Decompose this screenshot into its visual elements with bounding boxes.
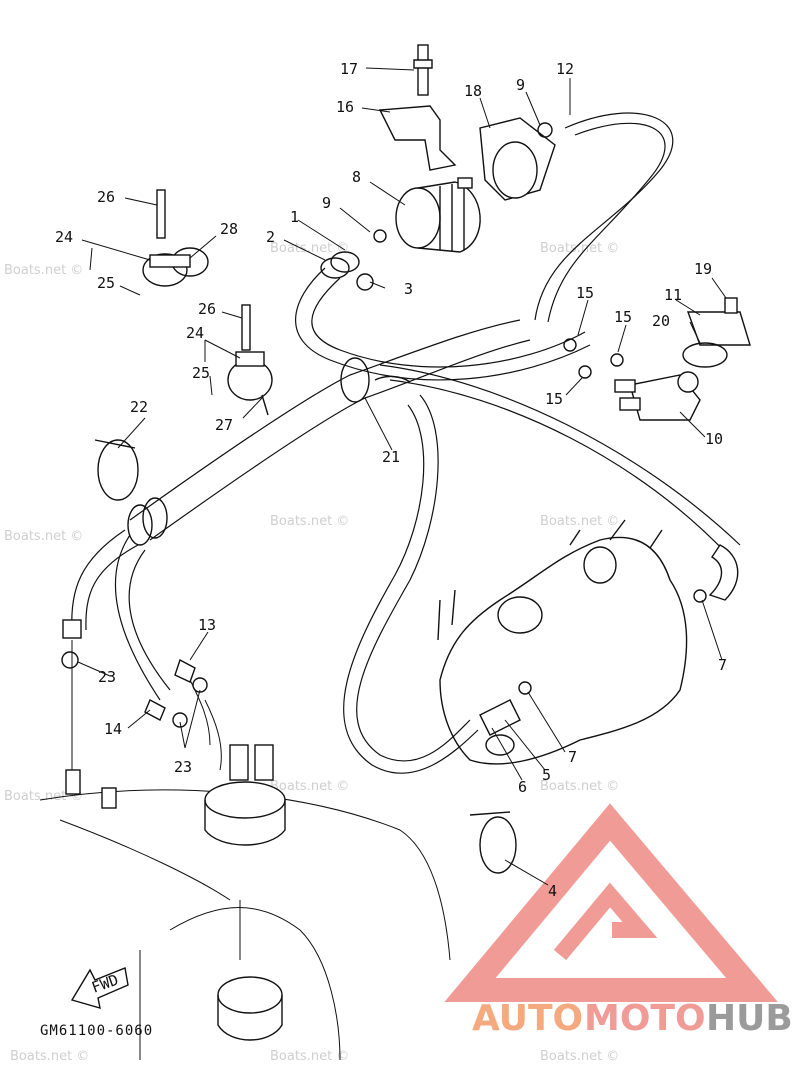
filter-bracket	[479, 117, 556, 201]
hose-clamp-bottom	[469, 811, 517, 874]
label-26-b: 26	[198, 300, 216, 318]
label-26: 26	[97, 188, 115, 206]
label-15-c: 15	[545, 390, 563, 408]
label-14: 14	[104, 720, 122, 738]
hose-rings	[61, 122, 624, 728]
watermark: Boats.net ©	[10, 1049, 89, 1064]
label-1: 1	[290, 208, 299, 226]
label-21: 21	[382, 448, 400, 466]
engine	[437, 519, 688, 765]
label-11: 11	[664, 286, 682, 304]
leader-lines	[77, 67, 727, 886]
bolt	[413, 44, 433, 96]
watermarks: Boats.net © Boats.net © Boats.net © Boat…	[4, 241, 619, 1064]
hose-clamp-group-middle	[227, 304, 273, 416]
watermark: Boats.net ©	[270, 514, 349, 529]
logo-text-moto: MOTO	[584, 998, 706, 1039]
logo-text: AUTO MOTO HUB	[472, 998, 793, 1039]
label-20: 20	[652, 312, 670, 330]
label-8: 8	[352, 168, 361, 186]
label-3: 3	[404, 280, 413, 298]
watermark: Boats.net ©	[270, 1049, 349, 1064]
label-23-a: 23	[98, 668, 116, 686]
logo-text-auto: AUTO	[472, 998, 583, 1039]
part-labels: 17 16 18 9 12 8 9 1 2 3 26 24 28 25 26 2…	[55, 60, 727, 900]
watermark: Boats.net ©	[540, 241, 619, 256]
label-18: 18	[464, 82, 482, 100]
label-22: 22	[130, 398, 148, 416]
engine-fittings	[479, 544, 739, 736]
label-16: 16	[336, 98, 354, 116]
watermark: Boats.net ©	[270, 779, 349, 794]
watermark: Boats.net ©	[540, 1049, 619, 1064]
label-15-b: 15	[614, 308, 632, 326]
logo-text-hub: HUB	[706, 998, 793, 1039]
fwd-label: FWD	[89, 971, 121, 997]
label-28: 28	[220, 220, 238, 238]
watermark: Boats.net ©	[4, 789, 83, 804]
label-12: 12	[556, 60, 574, 78]
label-10: 10	[705, 430, 723, 448]
label-7-b: 7	[568, 748, 577, 766]
label-6: 6	[518, 778, 527, 796]
band-clamp	[94, 439, 139, 501]
label-13: 13	[198, 616, 216, 634]
watermark: Boats.net ©	[270, 241, 349, 256]
label-23-b: 23	[174, 758, 192, 776]
fuel-tank	[39, 744, 451, 1061]
label-27: 27	[215, 416, 233, 434]
watermark: Boats.net ©	[4, 529, 83, 544]
watermark: Boats.net ©	[4, 263, 83, 278]
label-19: 19	[694, 260, 712, 278]
mount-plate	[378, 105, 457, 171]
label-2: 2	[266, 228, 275, 246]
hoses	[71, 112, 741, 774]
label-15-a: 15	[576, 284, 594, 302]
label-25-b: 25	[192, 364, 210, 382]
label-5: 5	[542, 766, 551, 784]
label-4: 4	[548, 882, 557, 900]
label-9-b: 9	[322, 194, 331, 212]
label-9: 9	[516, 76, 525, 94]
watermark: Boats.net ©	[540, 514, 619, 529]
label-25: 25	[97, 274, 115, 292]
label-24: 24	[55, 228, 73, 246]
drawing-code: GM61100-6060	[40, 1023, 153, 1039]
hose-clamp-group-top	[142, 189, 209, 287]
fuel-filter	[373, 177, 481, 253]
label-24-b: 24	[186, 324, 204, 342]
watermark: Boats.net ©	[540, 779, 619, 794]
fuel-cock	[614, 297, 751, 421]
fwd-arrow: FWD	[70, 967, 129, 1009]
label-17: 17	[340, 60, 358, 78]
logo-triangle	[444, 803, 778, 1002]
label-7-a: 7	[718, 656, 727, 674]
